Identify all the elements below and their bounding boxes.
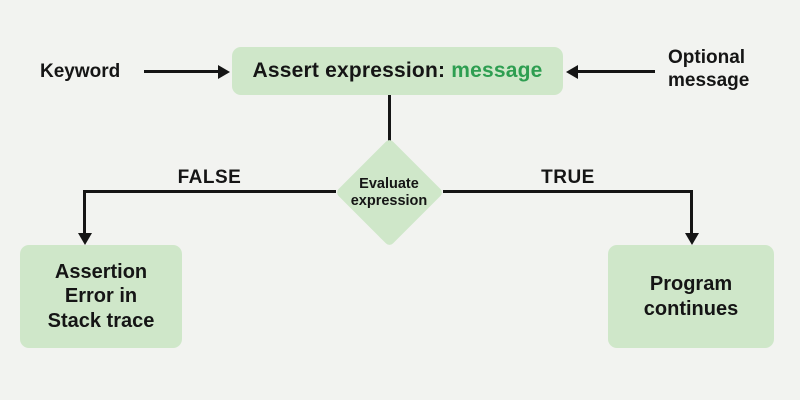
optional-arrow-shaft — [577, 70, 655, 73]
keyword-annotation: Keyword — [40, 61, 121, 82]
true-branch-vertical-line — [690, 190, 693, 234]
keyword-arrow-shaft — [144, 70, 220, 73]
assertion-error-node: Assertion Error in Stack trace — [20, 245, 182, 348]
arrow-left-icon — [566, 64, 578, 79]
assert-statement-label: Assert expression: message — [252, 59, 542, 83]
arrow-down-icon-false — [77, 233, 92, 245]
arrow-right-icon — [218, 64, 230, 79]
assert-statement-node: Assert expression: message — [232, 47, 563, 95]
program-continues-node: Program continues — [608, 245, 774, 348]
optional-message-annotation: Optional message — [668, 47, 750, 92]
top-to-diamond-connector — [388, 95, 391, 141]
true-branch-label: TRUE — [541, 167, 595, 188]
decision-label: Evaluate expression — [350, 176, 428, 209]
false-branch-vertical-line — [83, 190, 86, 234]
false-branch-label: FALSE — [177, 167, 242, 188]
assert-expression-text: Assert expression: — [252, 59, 446, 82]
message-text: message — [451, 59, 543, 82]
arrow-down-icon-true — [684, 233, 699, 245]
false-branch-horizontal-line — [83, 190, 336, 193]
true-branch-horizontal-line — [443, 190, 693, 193]
